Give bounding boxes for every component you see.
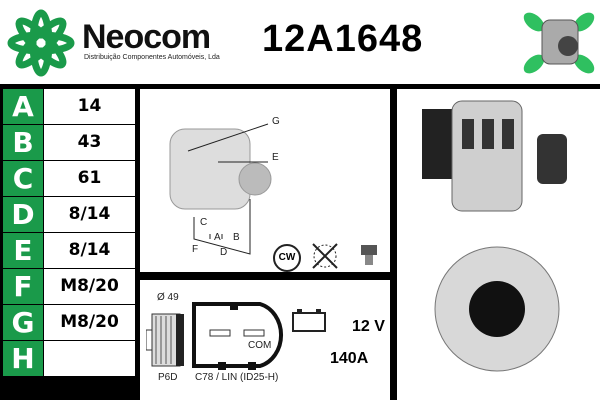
alternator-dimension-drawing xyxy=(169,123,272,255)
label-c: C xyxy=(200,217,208,228)
spec-label: F xyxy=(3,269,43,304)
pulley-diameter: Ø 49 xyxy=(157,292,179,303)
spec-value: 14 xyxy=(44,89,135,124)
alternator-photo xyxy=(422,100,567,372)
amperage: 140A xyxy=(330,350,369,367)
no-fan-icon xyxy=(312,243,338,269)
spec-row-h: H xyxy=(3,341,135,376)
spec-label: H xyxy=(3,341,43,376)
part-number: 12A1648 xyxy=(262,18,424,60)
spec-value: M8/20 xyxy=(44,269,135,304)
label-g: G xyxy=(272,116,280,127)
neocom-logo-icon xyxy=(7,9,75,77)
product-thumbnail-icon xyxy=(523,12,595,74)
dimension-diagram-panel: G E C A B F D CW xyxy=(140,89,390,272)
label-b: B xyxy=(233,232,240,243)
spec-value: 43 xyxy=(44,125,135,160)
voltage: 12 V xyxy=(352,318,385,335)
spec-label: D xyxy=(3,197,43,232)
spec-value xyxy=(44,341,135,376)
spec-label: B xyxy=(3,125,43,160)
pin-com: COM xyxy=(248,340,272,351)
brand-name: Neocom xyxy=(82,18,211,56)
pulley-icon xyxy=(146,313,184,367)
spec-value: 61 xyxy=(44,161,135,196)
pulley-type: P6D xyxy=(158,372,178,383)
label-f: F xyxy=(192,244,199,255)
label-a: A xyxy=(214,232,221,243)
label-d: D xyxy=(220,247,228,258)
battery-icon xyxy=(292,309,326,332)
spec-label: E xyxy=(3,233,43,268)
plug-type: C78 / LIN (ID25-H) xyxy=(195,372,279,383)
plug-connector-icon xyxy=(192,302,284,370)
brand-tagline: Distribuição Componentes Automóveis, Lda xyxy=(84,54,220,61)
label-e: E xyxy=(272,152,279,163)
product-photo-panel xyxy=(397,89,600,400)
spec-label: G xyxy=(3,305,43,340)
spec-label: A xyxy=(3,89,43,124)
rotation-cw-icon: CW xyxy=(273,244,301,272)
spec-value: 8/14 xyxy=(44,197,135,232)
spec-value: 8/14 xyxy=(44,233,135,268)
rotation-label: CW xyxy=(278,252,296,263)
regulator-icon xyxy=(361,245,377,265)
spec-label: C xyxy=(3,161,43,196)
connector-panel: Ø 49 P6D COM C78 / LIN (ID25-H) 12 V 140… xyxy=(140,280,390,400)
spec-value: M8/20 xyxy=(44,305,135,340)
